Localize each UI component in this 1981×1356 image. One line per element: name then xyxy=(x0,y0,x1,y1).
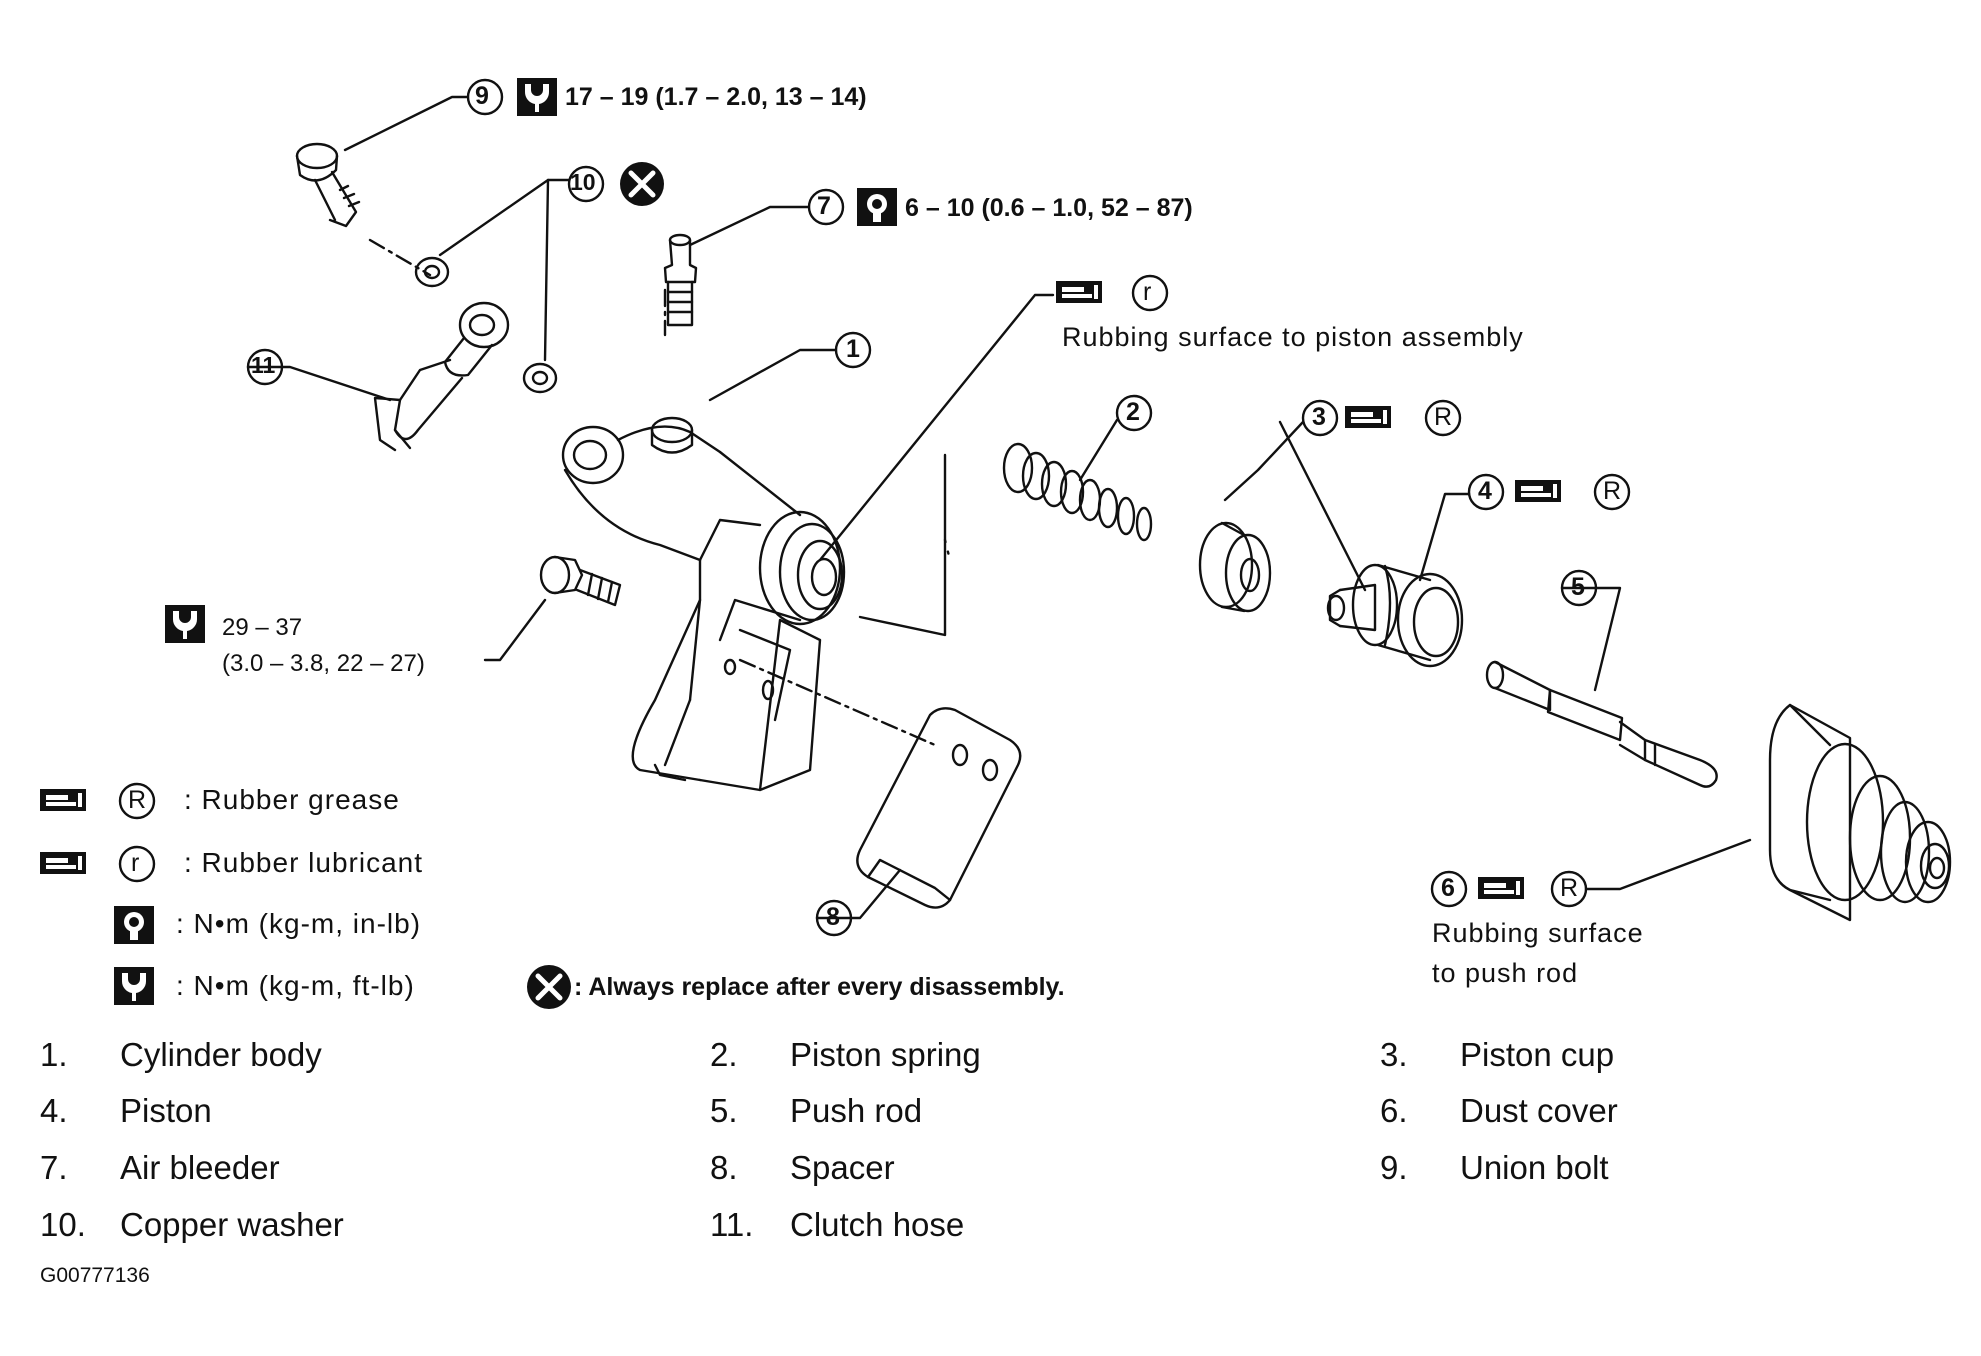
spacer-drawing xyxy=(856,707,1022,909)
in-lb-torque-icon xyxy=(114,906,154,944)
copper-washer-drawing xyxy=(414,256,558,394)
piston-drawing xyxy=(1326,563,1464,668)
symbol-letter-R: R xyxy=(1560,874,1579,902)
push-rod-drawing xyxy=(1485,660,1718,788)
callout-number-3: 3 xyxy=(1312,403,1326,431)
parts-list-number: 1. xyxy=(40,1036,68,1073)
legend-text: : Always replace after every disassembly… xyxy=(574,973,1065,1001)
ft-lb-torque-icon xyxy=(165,605,205,643)
parts-list-name: Push rod xyxy=(790,1092,923,1129)
legend-rubber-lubricant: : Rubber lubricant xyxy=(170,847,423,879)
parts-list-number: 10. xyxy=(40,1206,86,1243)
note-rubbing-surface-push-rod-1: Rubbing surface xyxy=(1432,918,1644,948)
mounting-bolt-drawing xyxy=(539,555,622,607)
parts-list-name: Clutch hose xyxy=(790,1206,965,1243)
parts-list-item: 11. Clutch hose xyxy=(710,1206,964,1244)
note-rubbing-surface-piston: Rubbing surface to piston assembly xyxy=(1062,322,1524,352)
grease-icon xyxy=(1345,406,1391,428)
callout-number-2: 2 xyxy=(1126,398,1140,426)
symbol-letter-r: r xyxy=(1143,278,1152,306)
union-bolt-drawing xyxy=(295,142,361,228)
legend-torque-ft-lb: : N•m (kg-m, ft-lb) xyxy=(162,970,415,1002)
ft-lb-torque-icon xyxy=(114,967,154,1005)
callout-circle-4 xyxy=(1467,473,1505,511)
parts-list-number: 2. xyxy=(710,1036,738,1073)
clutch-hose-drawing xyxy=(373,301,510,452)
grease-icon xyxy=(1056,281,1102,303)
symbol-letter-R: R xyxy=(1603,477,1622,505)
callout-number-11: 11 xyxy=(251,352,276,378)
parts-list-item: 1. Cylinder body xyxy=(40,1036,322,1074)
callout-number-10: 10 xyxy=(570,169,596,195)
callout-number-9: 9 xyxy=(475,82,489,110)
parts-list-name: Air bleeder xyxy=(120,1149,280,1186)
legend-text: : N•m (kg-m, in-lb) xyxy=(176,908,422,939)
callout-circle-2 xyxy=(1115,394,1153,432)
air-bleeder-drawing xyxy=(663,233,698,327)
parts-list-number: 3. xyxy=(1380,1036,1408,1073)
callout-torque-7: 6 – 10 (0.6 – 1.0, 52 – 87) xyxy=(905,194,1193,222)
legend-text: : Rubber lubricant xyxy=(184,847,424,878)
cylinder-body-drawing xyxy=(561,416,846,792)
callout-torque-9: 17 – 19 (1.7 – 2.0, 13 – 14) xyxy=(565,83,867,111)
legend-torque-in-lb: : N•m (kg-m, in-lb) xyxy=(162,908,421,940)
parts-list-name: Spacer xyxy=(790,1149,895,1186)
bolt-torque-line2: (3.0 – 3.8, 22 – 27) xyxy=(222,650,425,677)
parts-list-number: 4. xyxy=(40,1092,68,1129)
parts-list-item: 8. Spacer xyxy=(710,1149,895,1187)
parts-list-item: 3. Piston cup xyxy=(1380,1036,1614,1074)
parts-list-item: 7. Air bleeder xyxy=(40,1149,280,1187)
callout-number-1: 1 xyxy=(846,335,860,363)
symbol-letter-R: R xyxy=(1434,403,1453,431)
legend-letter-R: R xyxy=(128,786,147,814)
parts-list-number: 11. xyxy=(710,1206,754,1243)
parts-list-item: 6. Dust cover xyxy=(1380,1092,1618,1130)
parts-list-number: 6. xyxy=(1380,1092,1408,1129)
callout-number-8: 8 xyxy=(826,903,840,931)
parts-list-number: 7. xyxy=(40,1149,68,1186)
piston-spring-drawing xyxy=(1002,442,1153,542)
parts-list-number: 9. xyxy=(1380,1149,1408,1186)
callout-number-7: 7 xyxy=(817,192,831,220)
callout-circle-3 xyxy=(1301,399,1339,437)
grease-icon xyxy=(40,852,86,874)
callout-circle-10 xyxy=(567,165,605,203)
grease-icon xyxy=(1515,480,1561,502)
parts-list-name: Piston spring xyxy=(790,1036,981,1073)
parts-list-item: 10. Copper washer xyxy=(40,1206,344,1244)
parts-list-item: 5. Push rod xyxy=(710,1092,922,1130)
figure-code: G00777136 xyxy=(40,1264,150,1287)
parts-list-name: Piston cup xyxy=(1460,1036,1615,1073)
parts-list-item: 4. Piston xyxy=(40,1092,212,1130)
legend-text: : Rubber grease xyxy=(184,784,400,815)
callout-circle-6 xyxy=(1430,870,1468,908)
parts-list-name: Piston xyxy=(120,1092,212,1129)
parts-list-item: 9. Union bolt xyxy=(1380,1149,1609,1187)
parts-list-number: 8. xyxy=(710,1149,738,1186)
parts-list-name: Copper washer xyxy=(120,1206,344,1243)
legend-rubber-grease: : Rubber grease xyxy=(170,784,400,816)
parts-list-name: Cylinder body xyxy=(120,1036,322,1073)
in-lb-torque-icon xyxy=(857,188,897,226)
legend-text: : N•m (kg-m, ft-lb) xyxy=(176,970,415,1001)
callout-number-5: 5 xyxy=(1571,573,1585,601)
ft-lb-torque-icon xyxy=(517,78,557,116)
replace-mark-drawing xyxy=(527,162,664,1009)
bolt-torque-line1: 29 – 37 xyxy=(222,614,303,641)
parts-list-item: 2. Piston spring xyxy=(710,1036,981,1074)
note-rubbing-surface-push-rod-2: to push rod xyxy=(1432,958,1579,988)
callout-number-6: 6 xyxy=(1441,874,1455,902)
legend-always-replace: : Always replace after every disassembly… xyxy=(574,973,1065,1002)
piston-cup-drawing xyxy=(1198,521,1272,613)
parts-list-name: Dust cover xyxy=(1460,1092,1618,1129)
parts-list-name: Union bolt xyxy=(1460,1149,1609,1186)
parts-list-number: 5. xyxy=(710,1092,738,1129)
legend-letter-r: r xyxy=(131,849,140,877)
grease-icon xyxy=(1478,877,1524,899)
callout-number-4: 4 xyxy=(1478,477,1492,505)
dust-cover-drawing xyxy=(1768,703,1952,922)
grease-icon xyxy=(40,789,86,811)
